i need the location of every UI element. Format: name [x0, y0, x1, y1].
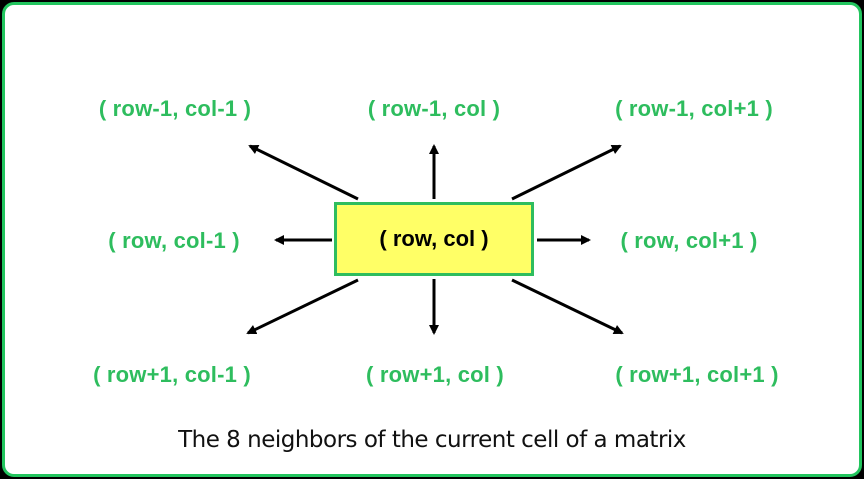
neighbor-right-label: ( row, col+1 ) — [620, 228, 758, 253]
neighbor-bottom-right-label: ( row+1, col+1 ) — [615, 362, 779, 387]
neighbor-top-label: ( row-1, col ) — [367, 96, 501, 121]
neighbor-bottom-left-label: ( row+1, col-1 ) — [93, 362, 251, 387]
arrow-bottom-right — [511, 278, 624, 335]
arrow-top-right — [511, 144, 622, 201]
current-cell-box: ( row, col ) — [334, 202, 534, 276]
neighbor-bottom-label: ( row+1, col ) — [366, 362, 504, 387]
neighbor-top-right-label: ( row-1, col+1 ) — [615, 96, 773, 121]
neighbor-top-left-label: ( row-1, col-1 ) — [98, 96, 252, 121]
diagram-caption: The 8 neighbors of the current cell of a… — [178, 427, 686, 453]
current-cell-label: ( row, col ) — [379, 226, 489, 251]
neighbor-left-label: ( row, col-1 ) — [108, 228, 240, 253]
arrow-bottom-left — [246, 278, 359, 335]
arrow-top-left — [248, 144, 359, 201]
